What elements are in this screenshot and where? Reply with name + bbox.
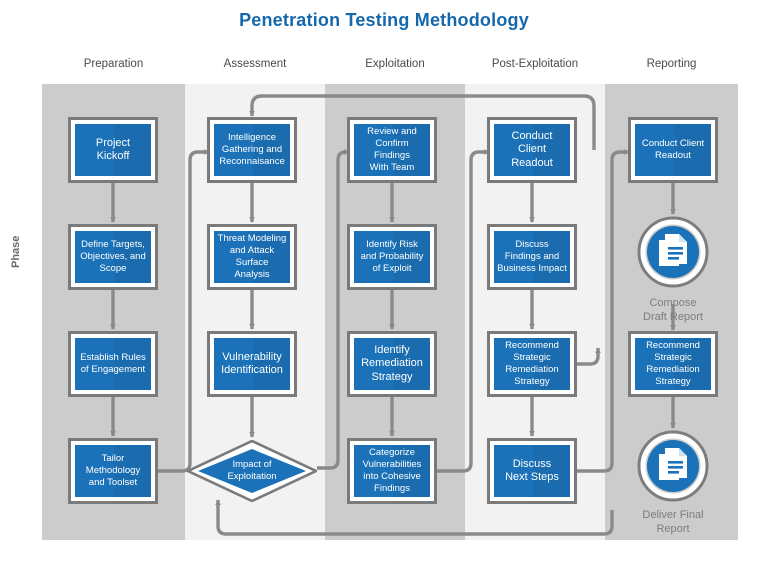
node-label: Categorize Vulnerabilities into Cohesive… xyxy=(362,447,422,494)
node-label: Intelligence Gathering and Reconnaisance xyxy=(219,132,285,167)
page-title: Penetration Testing Methodology xyxy=(239,10,529,30)
document-icon xyxy=(637,430,709,502)
node-conduct-client-readout-post[interactable]: Conduct Client Readout xyxy=(487,117,577,183)
column-header-preparation: Preparation xyxy=(83,58,144,70)
node-fill: Conduct Client Readout xyxy=(635,124,711,176)
node-fill: Discuss Next Steps xyxy=(494,445,570,497)
column-header-post-exploitation: Post-Exploitation xyxy=(491,58,579,70)
node-discuss-findings-business-impact[interactable]: Discuss Findings and Business Impact xyxy=(487,224,577,290)
node-label: Recommend Strategic Remediation Strategy xyxy=(505,340,559,387)
wire-c3r4-to-c4r1 xyxy=(436,149,490,473)
diamond-shape xyxy=(187,440,317,502)
node-categorize-vulnerabilities[interactable]: Categorize Vulnerabilities into Cohesive… xyxy=(347,438,437,504)
node-label: Project Kickoff xyxy=(95,136,131,163)
node-fill: Establish Rules of Engagement xyxy=(75,338,151,390)
node-conduct-client-readout-reporting[interactable]: Conduct Client Readout xyxy=(628,117,718,183)
document-icon-deliver-final-report[interactable] xyxy=(637,430,709,502)
node-fill: Discuss Findings and Business Impact xyxy=(494,231,570,283)
node-fill: Recommend Strategic Remediation Strategy xyxy=(635,338,711,390)
node-fill: Tailor Methodology and Toolset xyxy=(75,445,151,497)
column-header-assessment: Assessment xyxy=(223,58,287,70)
node-fill: Recommend Strategic Remediation Strategy xyxy=(494,338,570,390)
node-label: Identify Risk and Probability of Exploit xyxy=(360,239,424,274)
node-label: Identify Remediation Strategy xyxy=(361,343,423,383)
node-fill: Intelligence Gathering and Reconnaisance xyxy=(214,124,290,176)
node-label: Conduct Client Readout xyxy=(641,138,705,161)
node-label: Conduct Client Readout xyxy=(511,129,553,169)
node-fill: Define Targets, Objectives, and Scope xyxy=(75,231,151,283)
node-label: Vulnerability Identification xyxy=(221,350,283,377)
document-icon xyxy=(637,216,709,288)
node-threat-modeling[interactable]: Threat Modeling and Attack Surface Analy… xyxy=(207,224,297,290)
node-label: Establish Rules of Engagement xyxy=(80,352,146,375)
node-label: Review and Confirm Findings With Team xyxy=(367,126,417,173)
node-fill: Vulnerability Identification xyxy=(214,338,290,390)
node-fill: Conduct Client Readout xyxy=(494,124,570,176)
node-recommend-strategic-remediation-reporting[interactable]: Recommend Strategic Remediation Strategy xyxy=(628,331,718,397)
column-header-reporting: Reporting xyxy=(646,58,697,70)
node-label: Recommend Strategic Remediation Strategy xyxy=(646,340,700,387)
decision-label: Impact of Exploitation xyxy=(227,459,277,482)
wire-c1r4-to-c2r1 xyxy=(156,149,210,473)
node-establish-rules[interactable]: Establish Rules of Engagement xyxy=(68,331,158,397)
wire-c4r3-riser xyxy=(576,347,601,366)
node-label: Discuss Next Steps xyxy=(505,457,559,484)
node-fill: Review and Confirm Findings With Team xyxy=(354,124,430,176)
node-fill: Threat Modeling and Attack Surface Analy… xyxy=(214,231,290,283)
wire-top-feedback-to-c2r1 xyxy=(249,94,596,150)
document-icon-compose-draft-report[interactable] xyxy=(637,216,709,288)
node-label: Discuss Findings and Business Impact xyxy=(497,239,567,274)
wire-c4r4-to-c5r1 xyxy=(576,149,630,473)
node-fill: Identify Risk and Probability of Exploit xyxy=(354,231,430,283)
node-fill: Categorize Vulnerabilities into Cohesive… xyxy=(354,445,430,497)
node-fill: Project Kickoff xyxy=(75,124,151,176)
node-vulnerability-identification[interactable]: Vulnerability Identification xyxy=(207,331,297,397)
node-label: Define Targets, Objectives, and Scope xyxy=(80,239,146,274)
node-discuss-next-steps[interactable]: Discuss Next Steps xyxy=(487,438,577,504)
node-recommend-strategic-remediation-post[interactable]: Recommend Strategic Remediation Strategy xyxy=(487,331,577,397)
node-project-kickoff[interactable]: Project Kickoff xyxy=(68,117,158,183)
node-define-targets[interactable]: Define Targets, Objectives, and Scope xyxy=(68,224,158,290)
node-intelligence-gathering[interactable]: Intelligence Gathering and Reconnaisance xyxy=(207,117,297,183)
node-identify-risk[interactable]: Identify Risk and Probability of Exploit xyxy=(347,224,437,290)
wire-bottom-feedback-to-c2r4 xyxy=(215,499,614,536)
wire-c2r4-to-c3r1 xyxy=(317,149,350,470)
node-fill: Identify Remediation Strategy xyxy=(354,338,430,390)
node-label: Threat Modeling and Attack Surface Analy… xyxy=(217,233,287,280)
column-header-exploitation: Exploitation xyxy=(365,58,425,70)
node-label: Tailor Methodology and Toolset xyxy=(85,453,141,488)
decision-impact-of-exploitation[interactable]: Impact of Exploitation xyxy=(187,440,317,502)
caption-deliver-final-report: Deliver Final Report xyxy=(642,509,704,535)
node-tailor-methodology[interactable]: Tailor Methodology and Toolset xyxy=(68,438,158,504)
caption-compose-draft-report: Compose Draft Report xyxy=(643,297,703,323)
node-identify-remediation-strategy[interactable]: Identify Remediation Strategy xyxy=(347,331,437,397)
node-review-confirm-findings[interactable]: Review and Confirm Findings With Team xyxy=(347,117,437,183)
